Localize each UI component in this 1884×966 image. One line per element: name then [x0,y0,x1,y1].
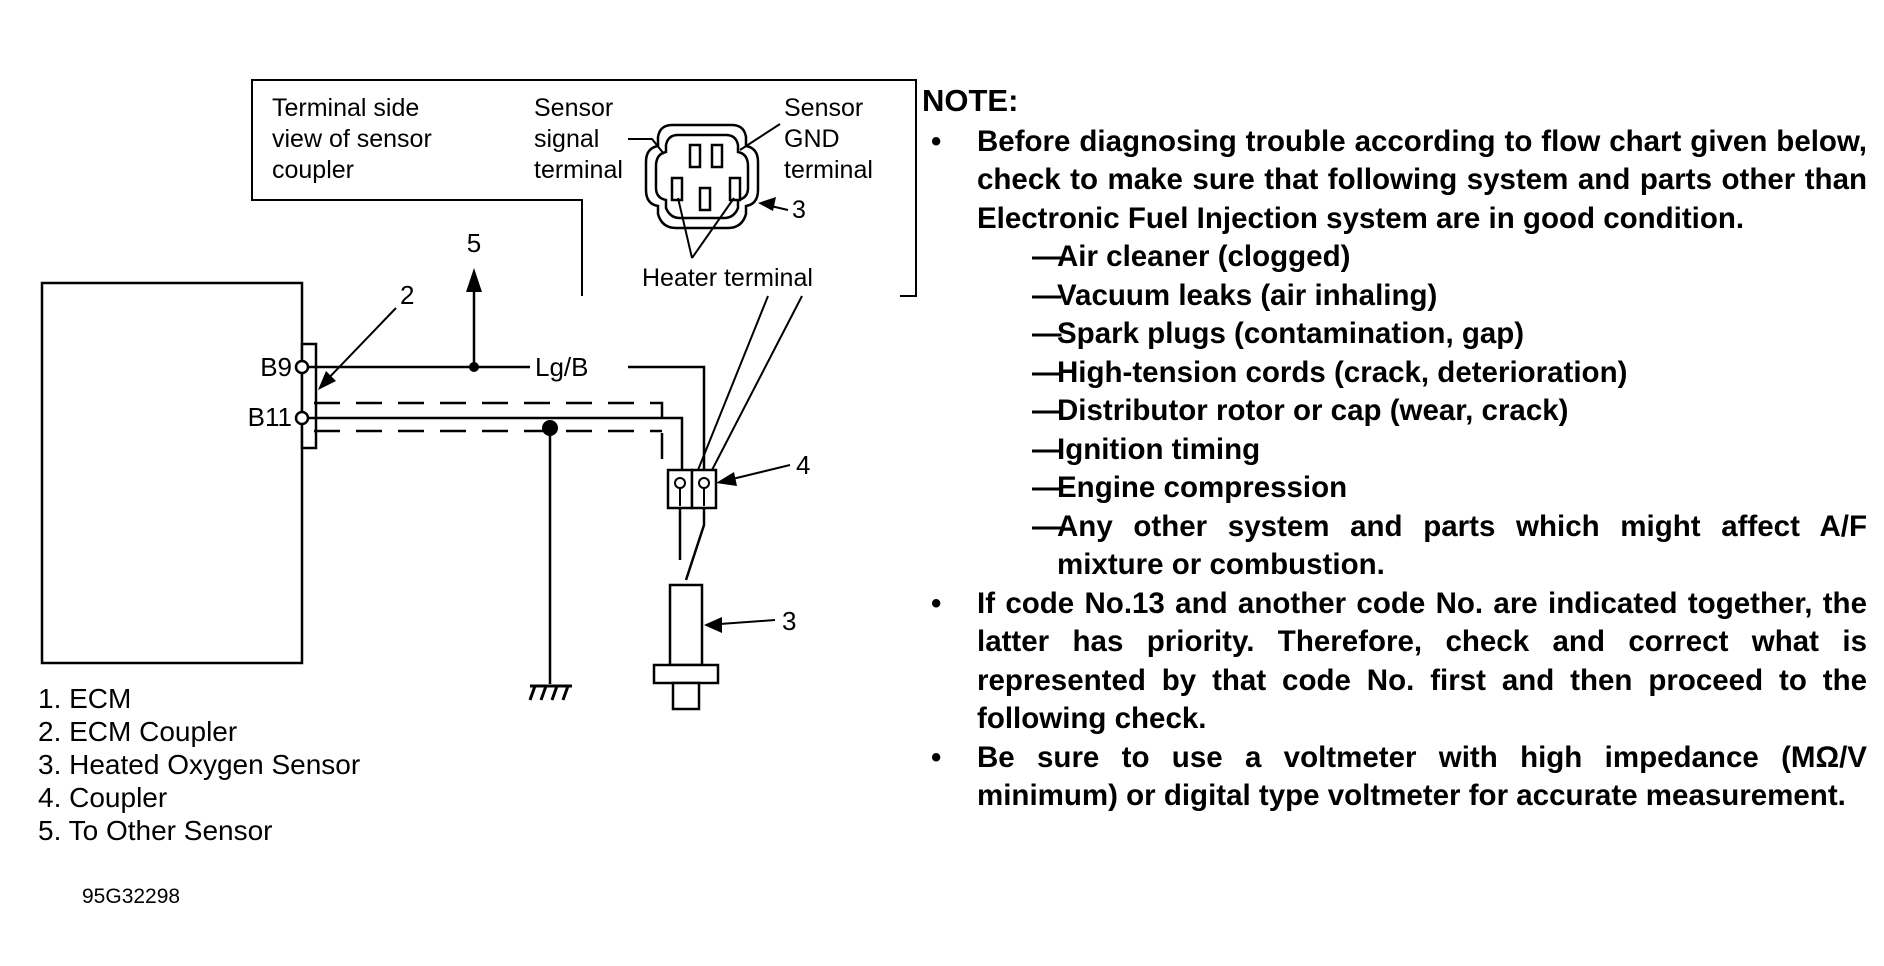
precheck-item: Vacuum leaks (air inhaling) [977,277,1867,316]
sensor-gnd-label-3: terminal [784,156,873,184]
callout-3-arrowhead [704,617,722,633]
note-bullet-code-priority: If code No.13 and another code No. are i… [922,585,1867,739]
sensor-gnd-leader [739,123,781,151]
legend-item-4: 4. Coupler [38,782,167,813]
callout-4-arrowhead [716,472,737,486]
callout-2: 2 [400,280,414,310]
precheck-item: Ignition timing [977,431,1867,470]
sensor-signal-label-1: Sensor [534,94,613,122]
ecm-coupler [300,342,318,450]
sensor-signal-label-3: terminal [534,156,623,184]
heater-terminal-leaders [677,197,735,259]
precheck-item: Any other system and parts which might a… [977,508,1867,585]
legend-item-3: 3. Heated Oxygen Sensor [38,749,360,780]
note-heading: NOTE: [922,83,1019,118]
figure-code: 95G32298 [82,885,180,908]
callout-4: 4 [796,450,810,480]
to-other-sensor-arrowhead [466,268,482,292]
sensor-signal-leader [628,138,665,155]
terminal-b9-pin [294,359,310,375]
note-bullet-voltmeter: Be sure to use a voltmeter with high imp… [922,739,1867,816]
note-section: NOTE: Before diagnosing trouble accordin… [922,82,1867,816]
precheck-item: High-tension cords (crack, deterioration… [977,354,1867,393]
heated-oxygen-sensor [652,583,720,711]
ground-symbol [528,684,572,701]
sensor-gnd-label-2: GND [784,125,840,153]
inset-caption-line-2: view of sensor [272,125,432,153]
inset-callout-3-arrowhead [758,197,776,211]
terminal-b11-pin [294,410,310,426]
inset-caption-line-3: coupler [272,156,354,184]
signal-wire-lg-b [308,365,706,470]
precheck-item: Air cleaner (clogged) [977,238,1867,277]
legend-item-5: 5. To Other Sensor [38,815,273,846]
callout-2-arrowhead [318,371,336,390]
inset-caption-line-1: Terminal side [272,94,419,122]
shield-dashed-lines [314,401,664,470]
precheck-list: Air cleaner (clogged) Vacuum leaks (air … [977,238,1867,585]
precheck-item: Distributor rotor or cap (wear, crack) [977,392,1867,431]
sensor-gnd-label-1: Sensor [784,94,863,122]
inset-callout-3: 3 [792,196,806,224]
callout-2-pointer [321,307,397,386]
note-bullet-text: Before diagnosing trouble according to f… [977,124,1867,235]
ecm-box [40,281,304,665]
sensor-coupler-face [644,123,760,230]
sensor-signal-label-2: signal [534,125,599,153]
wiring-diagram: B9 B11 Lg/B 5 4 3 [38,79,917,908]
callout-5: 5 [467,228,481,258]
heater-terminal-label: Heater terminal [642,264,813,292]
note-bullet-prechecks: Before diagnosing trouble according to f… [922,123,1867,585]
inset-box [251,79,917,297]
callout-3: 3 [782,606,796,636]
precheck-item: Spark plugs (contamination, gap) [977,315,1867,354]
sensor-lead-wires [678,508,706,581]
terminal-b11-label: B11 [248,402,292,432]
ground-wire [308,416,684,470]
legend-item-1: 1. ECM [38,683,131,714]
coupler-4 [666,468,718,510]
inset-pointer-lines [697,295,803,471]
terminal-b9-label: B9 [260,352,292,382]
legend-item-2: 2. ECM Coupler [38,716,237,747]
note-bullets: Before diagnosing trouble according to f… [922,123,1867,816]
precheck-item: Engine compression [977,469,1867,508]
wire-color-label: Lg/B [535,352,589,382]
